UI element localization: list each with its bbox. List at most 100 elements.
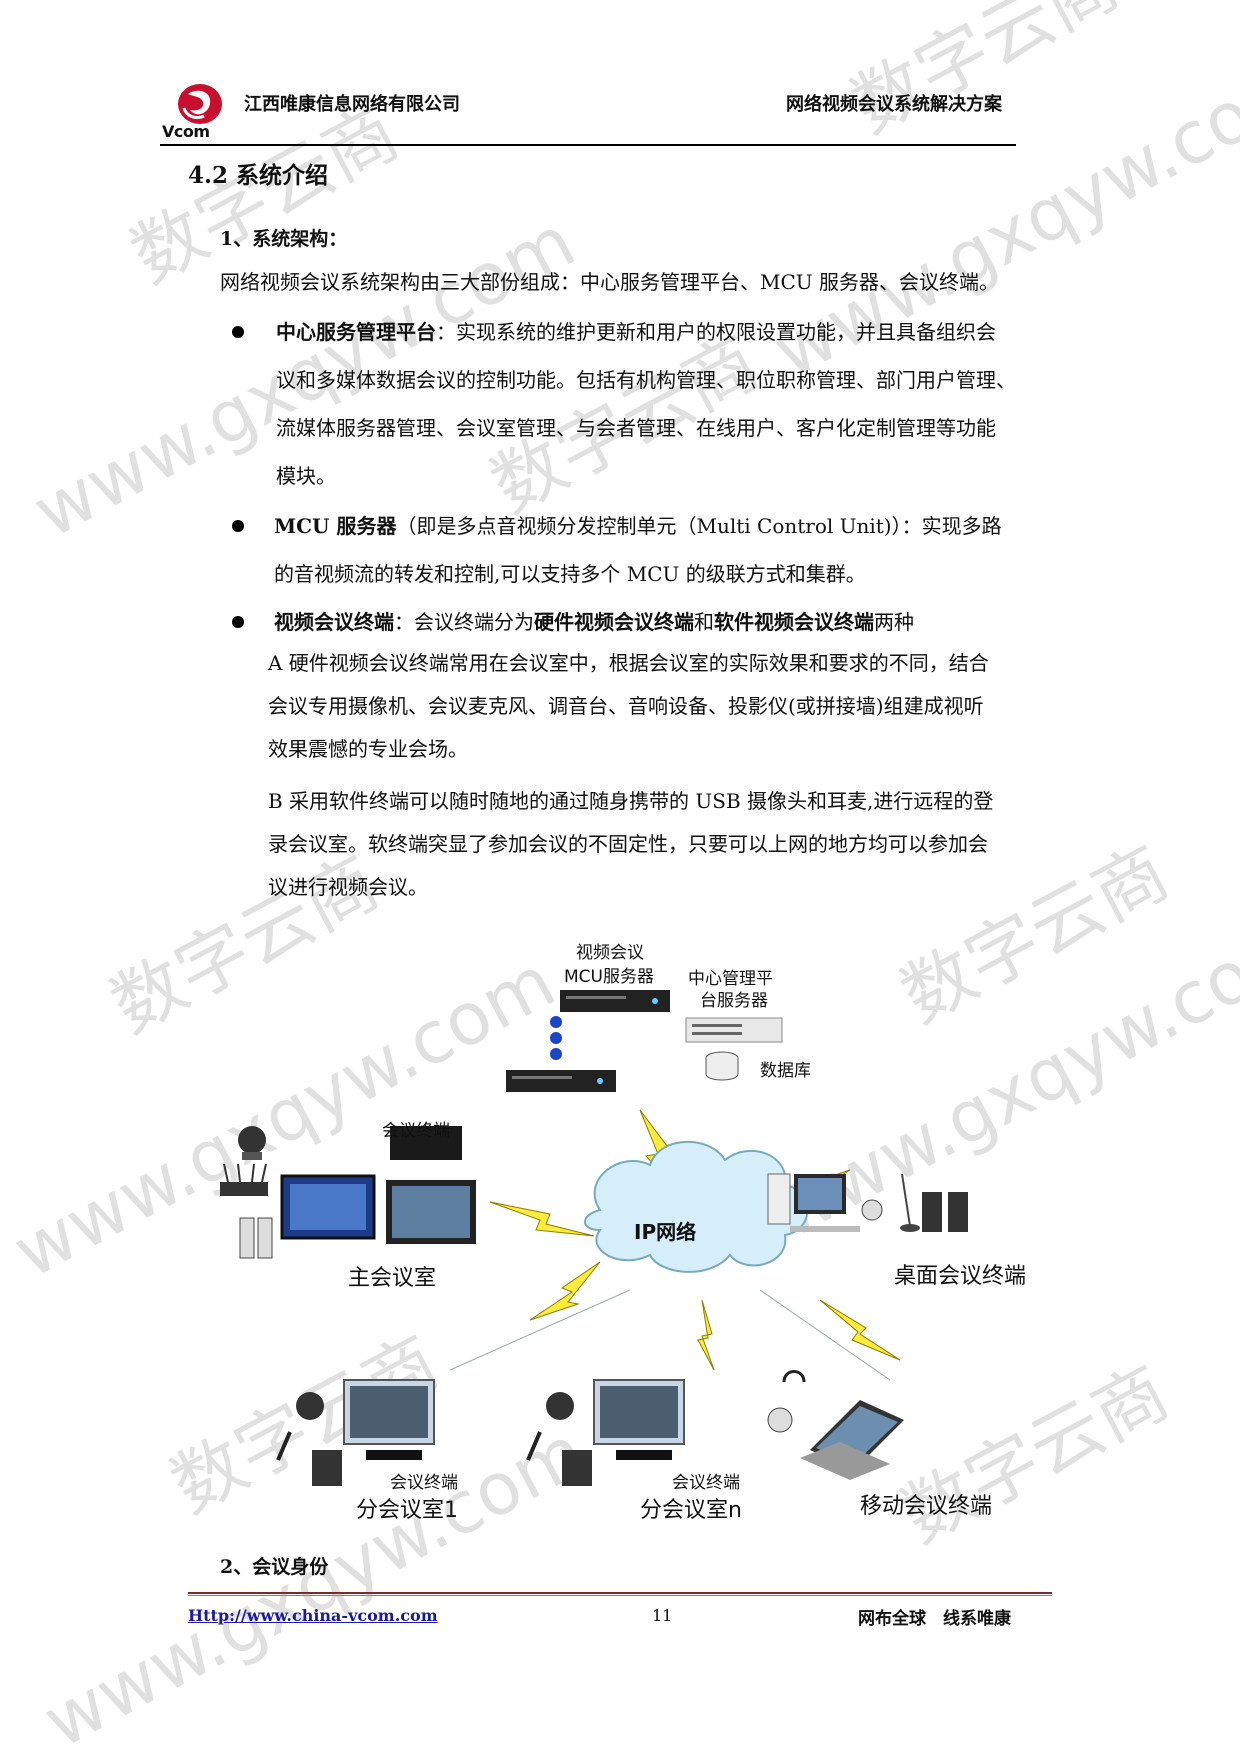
- website-link[interactable]: Http://www.china-vcom.com: [188, 1606, 438, 1625]
- subheading-architecture: 1、系统架构：: [220, 228, 348, 250]
- keyboard-icon: [790, 1226, 860, 1232]
- bullet-video-terminal: 视频会议终端：会议终端分为硬件视频会议终端和软件视频会议终端两种: [274, 598, 914, 646]
- mcu-server-icon: [560, 990, 670, 1012]
- logo-text: Vcom: [162, 122, 210, 141]
- bullet-term: 中心服务管理平台: [276, 320, 436, 344]
- bullet-center-platform: 中心服务管理平台：实现系统的维护更新和用户的权限设置功能，并且具备组织会 议和多…: [276, 308, 1056, 500]
- bullet-text: 会议终端分为: [414, 610, 534, 634]
- speaker-icon: [922, 1192, 942, 1232]
- camera-icon: [296, 1392, 324, 1420]
- lightning-bolt-icon: [489, 1201, 595, 1237]
- sub-room-1-equipment: [276, 1379, 435, 1486]
- bullet-mcu-server: MCU 服务器（即是多点音视频分发控制单元（Multi Control Unit…: [274, 502, 1054, 598]
- bullet-dot: [232, 616, 244, 628]
- bullet-line: 模块。: [276, 464, 336, 488]
- mcu-server-icon: [506, 1070, 616, 1092]
- bullet-dot: [232, 326, 244, 338]
- microphone-icon: [526, 1431, 542, 1461]
- intro-paragraph: 网络视频会议系统架构由三大部份组成：中心服务管理平台、MCU 服务器、会议终端。: [220, 270, 999, 294]
- bullet-bold: 硬件视频会议终端: [534, 610, 694, 634]
- lightning-bolt-icon: [819, 1299, 901, 1361]
- paragraph-line: 会议专用摄像机、会议麦克风、调音台、音响设备、投影仪(或拼接墙)组建成视听: [268, 694, 984, 718]
- center-platform-label-1: 中心管理平: [688, 969, 773, 989]
- main-terminal-label: 会议终端: [382, 1121, 450, 1141]
- desktop-terminal-equipment: [767, 1173, 968, 1232]
- bullet-line: 的音视频流的转发和控制,可以支持多个 MCU 的级联方式和集群。: [274, 562, 866, 586]
- speaker-icon: [562, 1450, 592, 1486]
- bullet-sep: ：: [436, 320, 456, 344]
- network-diagram: 视频会议 MCU服务器 中心管理平 台服务器 数据库 IP网络 会议终端 主会议…: [200, 930, 1100, 1550]
- ip-network-cloud-icon: [584, 1140, 809, 1273]
- camera-icon: [546, 1392, 574, 1420]
- terminal-box-icon: [366, 1450, 422, 1460]
- speaker-icon: [257, 1217, 273, 1259]
- speaker-icon: [948, 1192, 968, 1232]
- microphone-icon: [901, 1173, 911, 1227]
- page-number: 11: [652, 1606, 673, 1625]
- lightning-bolt-icon: [697, 1299, 715, 1371]
- footer-website: Http://www.china-vcom.com: [188, 1606, 438, 1625]
- sub-room-1-label: 分会议室1: [356, 1498, 458, 1523]
- document-title: 网络视频会议系统解决方案: [786, 94, 1002, 115]
- mcu-label-2: MCU服务器: [564, 967, 654, 987]
- paragraph-software-terminal: B 采用软件终端可以随时随地的通过随身携带的 USB 摄像头和耳麦,进行远程的登…: [268, 780, 993, 909]
- ip-network-label: IP网络: [634, 1220, 697, 1244]
- mobile-terminal-label: 移动会议终端: [860, 1494, 993, 1519]
- headset-icon: [782, 1370, 806, 1383]
- bullet-line: 议和多媒体数据会议的控制功能。包括有机构管理、职位职称管理、部门用户管理、: [276, 368, 1016, 392]
- platform-server-icon: [685, 1017, 783, 1043]
- link-dot: [550, 1032, 562, 1044]
- diagram-graphics: [220, 990, 968, 1486]
- company-logo: Vcom: [160, 80, 232, 142]
- speaker-icon: [239, 1217, 255, 1259]
- footer-slogan: 网布全球 线系唯康: [858, 1609, 1011, 1629]
- company-name: 江西唯康信息网络有限公司: [244, 94, 460, 115]
- sub-room-1-terminal-label: 会议终端: [390, 1473, 458, 1493]
- bullet-line: （即是多点音视频分发控制单元（Multi Control Unit)）：实现多路: [396, 514, 1002, 538]
- section-title: 4.2 系统介绍: [188, 162, 329, 189]
- database-icon: [705, 1051, 739, 1081]
- bullet-term: MCU 服务器: [274, 514, 397, 538]
- paragraph-hardware-terminal: A 硬件视频会议终端常用在会议室中，根据会议室的实际效果和要求的不同，结合 会议…: [268, 642, 989, 771]
- sub-room-n-equipment: [526, 1379, 685, 1486]
- lightning-bolt-icon: [529, 1261, 601, 1321]
- speaker-icon: [312, 1450, 342, 1486]
- paragraph-line: B 采用软件终端可以随时随地的通过随身携带的 USB 摄像头和耳麦,进行远程的登: [268, 789, 994, 813]
- paragraph-line: A 硬件视频会议终端常用在会议室中，根据会议室的实际效果和要求的不同，结合: [268, 651, 989, 675]
- header-rule: [160, 144, 1016, 146]
- footer-rule-thin: [188, 1595, 1052, 1596]
- bullet-bold: 软件视频会议终端: [714, 610, 874, 634]
- main-room-equipment: [220, 1126, 476, 1259]
- vcom-logo-icon: [178, 84, 222, 124]
- website-url: www.china-vcom.com: [246, 1606, 438, 1625]
- bullet-text: 和: [694, 610, 714, 634]
- subheading-meeting-identity: 2、会议身份: [220, 1556, 329, 1578]
- mobile-terminal-equipment: [767, 1370, 904, 1480]
- bullet-term: 视频会议终端: [274, 610, 394, 634]
- main-room-label: 主会议室: [348, 1266, 437, 1291]
- camera-icon: [238, 1126, 266, 1154]
- bullet-line: 实现系统的维护更新和用户的权限设置功能，并且具备组织会: [456, 320, 996, 344]
- paragraph-line: 效果震憾的专业会场。: [268, 737, 468, 761]
- link-lines: [449, 1289, 891, 1381]
- website-prefix: Http://: [188, 1606, 247, 1625]
- footer-rule: [188, 1592, 1052, 1594]
- microphone-icon: [276, 1431, 292, 1461]
- watermark-cn: 数字云商: [837, 0, 1132, 150]
- sub-room-n-label: 分会议室n: [640, 1498, 742, 1523]
- bullet-text: 两种: [874, 610, 914, 634]
- webcam-icon: [861, 1199, 883, 1221]
- webcam-icon: [767, 1407, 793, 1433]
- link-dot: [550, 1016, 562, 1028]
- paragraph-line: 录会议室。软终端突显了参加会议的不固定性，只要可以上网的地方均可以参加会: [268, 832, 988, 856]
- sub-room-n-terminal-label: 会议终端: [672, 1473, 740, 1493]
- microphone-array-icon: [220, 1182, 268, 1196]
- bullet-dot: [232, 520, 244, 532]
- bullet-line: 流媒体服务器管理、会议室管理、与会者管理、在线用户、客户化定制管理等功能: [276, 416, 996, 440]
- terminal-box-icon: [616, 1450, 672, 1460]
- link-dot: [550, 1048, 562, 1060]
- paragraph-line: 议进行视频会议。: [268, 875, 428, 899]
- bullet-sep: ：: [394, 610, 414, 634]
- desktop-terminal-label: 桌面会议终端: [894, 1264, 1027, 1289]
- mcu-label-1: 视频会议: [576, 943, 644, 963]
